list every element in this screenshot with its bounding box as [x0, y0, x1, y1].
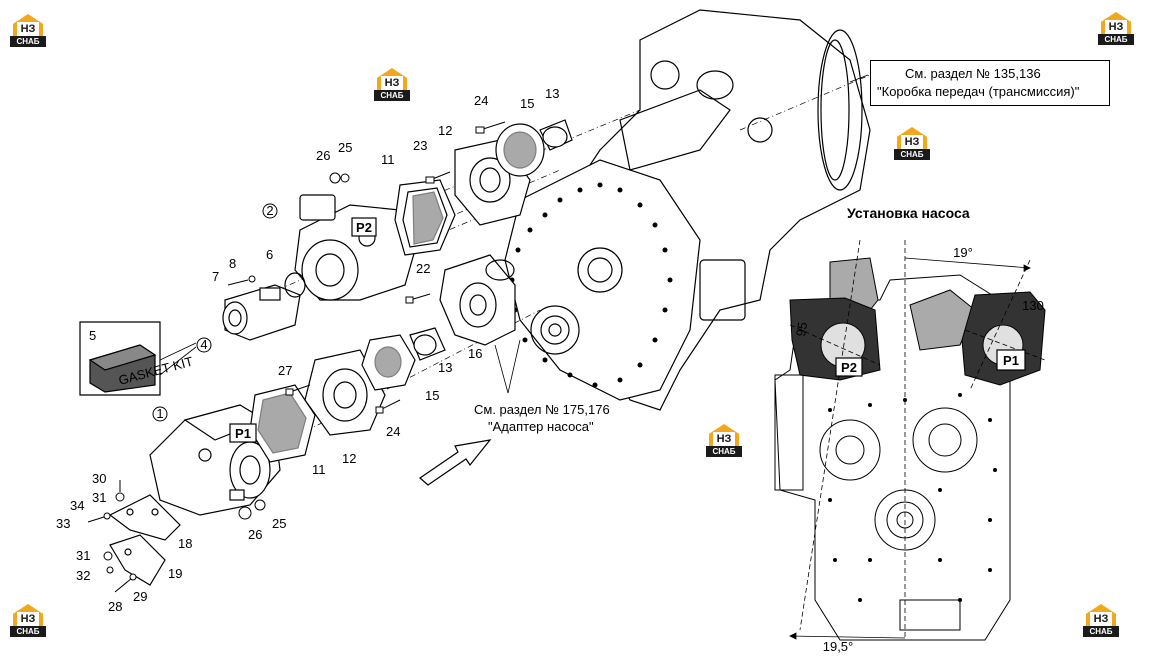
callout-26-upper: 26 [316, 148, 330, 163]
gear-pump [222, 284, 301, 341]
fittings-25-26-lower [238, 499, 266, 520]
callout-34: 34 [70, 498, 84, 513]
adapter-reference-note: См. раздел № 175,176 "Адаптер насоса" [474, 401, 610, 435]
callout-26-lower: 26 [248, 527, 262, 542]
callout-13-upper: 13 [545, 86, 559, 101]
callout-24-upper: 24 [474, 93, 488, 108]
gasket-15-upper [495, 123, 545, 177]
svg-text:P2: P2 [356, 220, 372, 235]
callout-27: 27 [278, 363, 292, 378]
svg-text:1: 1 [156, 406, 163, 421]
inset-centerlines [789, 239, 1046, 640]
callout-11-upper: 11 [381, 152, 395, 167]
callout-30: 30 [92, 471, 106, 486]
callout-19: 19 [168, 566, 182, 581]
callout-18: 18 [178, 536, 192, 551]
callout-circle-2: 2 [262, 203, 278, 219]
svg-text:P1: P1 [1003, 353, 1019, 368]
callout-16: 16 [468, 346, 482, 361]
angle-top: 19° [953, 245, 973, 260]
transmission-ref-line2: "Коробка передач (трансмиссия)" [877, 84, 1080, 99]
callout-11-lower: 11 [312, 462, 326, 477]
bolts-lower [285, 293, 431, 414]
angle-bottom: 19,5° [823, 639, 854, 654]
transmission-housing [504, 9, 871, 411]
callout-7: 7 [212, 269, 219, 284]
adapter-ref-line1: См. раздел № 175,176 [474, 402, 610, 417]
transmission-ref-line1: См. раздел № 135,136 [905, 66, 1041, 81]
leader-lines [159, 74, 869, 394]
callout-24-lower: 24 [386, 424, 400, 439]
callout-15-lower: 15 [425, 388, 439, 403]
pump-p2 [294, 194, 416, 301]
angle-dims [789, 257, 1031, 640]
callout-32: 32 [76, 568, 90, 583]
callout-25-lower: 25 [272, 516, 286, 531]
gasket-kit-box [79, 321, 161, 396]
callout-33: 33 [56, 516, 70, 531]
bracket-19 [109, 534, 166, 586]
callout-6: 6 [266, 247, 273, 262]
callout-22: 22 [416, 261, 430, 276]
install-title: Установка насоса [847, 205, 970, 221]
callout-25-upper: 25 [338, 140, 352, 155]
transmission-reference-note: См. раздел № 135,136 "Коробка передач (т… [870, 60, 1110, 106]
coupling-13-lower [409, 327, 446, 361]
callout-circle-4: 4 [196, 337, 212, 353]
callout-12-upper: 12 [438, 123, 452, 138]
inset-badge-p2: P2 [835, 357, 863, 377]
coupling-13-upper [539, 119, 573, 151]
inset-badge-p1: P1 [996, 349, 1026, 371]
adapter-16 [439, 254, 516, 346]
part-callouts: 5 6 7 8 11 11 12 12 13 13 15 15 16 18 19… [56, 86, 559, 614]
callout-28: 28 [108, 599, 122, 614]
callout-8: 8 [229, 256, 236, 271]
callout-31-upper: 31 [92, 490, 106, 505]
callout-circle-1: 1 [152, 406, 168, 422]
svg-text:P1: P1 [235, 426, 251, 441]
callout-15-upper: 15 [520, 96, 534, 111]
badge-p2: P2 [351, 217, 377, 237]
gasket-11-upper [394, 179, 456, 256]
callout-13-lower: 13 [438, 360, 452, 375]
svg-text:4: 4 [200, 337, 207, 352]
callout-23: 23 [413, 138, 427, 153]
dim-95: 95 [793, 321, 810, 338]
callout-12-lower: 12 [342, 451, 356, 466]
dim-130: 130 [1022, 298, 1044, 313]
badge-p1: P1 [229, 423, 257, 443]
svg-text:P2: P2 [841, 360, 857, 375]
callout-5: 5 [89, 328, 96, 343]
fittings-25-26-upper [329, 172, 350, 184]
fasteners-28-34 [87, 480, 137, 593]
inset-bolts [828, 393, 997, 602]
o-ring-6 [284, 272, 306, 298]
callout-29: 29 [133, 589, 147, 604]
svg-text:2: 2 [266, 203, 273, 218]
screw-7-8 [227, 275, 256, 286]
inset-pump-p2 [789, 257, 881, 381]
direction-arrow [419, 439, 492, 486]
gasket-15-lower [361, 334, 416, 391]
adapter-ref-line2: "Адаптер насоса" [488, 419, 594, 434]
bracket-18 [108, 494, 181, 541]
callout-31-lower: 31 [76, 548, 90, 563]
bolts-upper [425, 121, 506, 184]
